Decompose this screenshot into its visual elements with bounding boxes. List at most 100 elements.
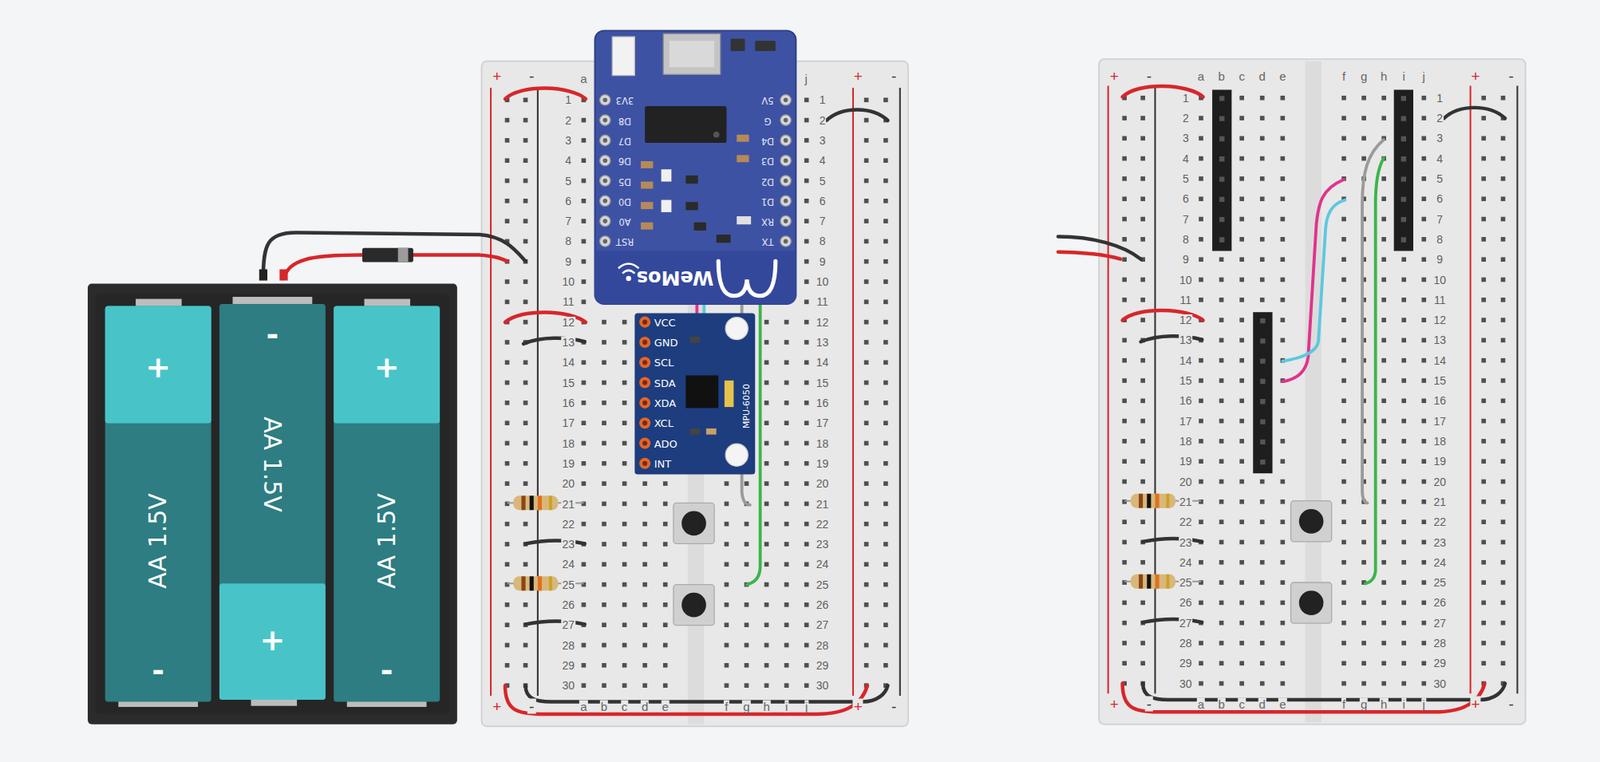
row-number: 4 (818, 154, 827, 166)
rail-sign: + (491, 67, 502, 83)
pin-label: XDA (654, 397, 677, 408)
module-pin-hole (642, 379, 648, 385)
row-number: 23 (815, 538, 830, 550)
row-number: 29 (1432, 657, 1447, 669)
row-number: 7 (1181, 213, 1190, 226)
header-pin (600, 114, 611, 126)
row-number: 12 (560, 316, 576, 328)
battery-cell: -AA 1.5V+ (219, 304, 326, 700)
header-pin-hole (602, 97, 608, 103)
header-pin (780, 236, 791, 247)
row-number: 6 (818, 195, 827, 207)
column-letter: i (784, 699, 789, 712)
row-number: 3 (564, 134, 573, 147)
row-number: 16 (1432, 395, 1447, 407)
column-letter: c (1237, 69, 1246, 82)
pin-label: D3 (760, 155, 774, 166)
pin-label: GND (654, 337, 679, 348)
wemos-board: 3V3D8D7D6D5D0A0RST5VGD4D3D2D1RXTXWeMos (594, 30, 796, 305)
column-letter: c (1237, 698, 1246, 711)
row-number: 16 (815, 397, 830, 409)
header-pin (600, 134, 611, 146)
header-pin-hole (783, 138, 789, 143)
row-number: 5 (1181, 173, 1190, 185)
module-pin-hole (642, 359, 648, 365)
row-number: 8 (564, 235, 573, 247)
pin-label: RX (761, 216, 775, 226)
header-pin (780, 175, 791, 186)
row-number: 30 (1432, 678, 1447, 690)
row-number: 4 (1435, 153, 1444, 165)
row-number: 28 (815, 640, 830, 652)
row-number: 24 (1432, 557, 1447, 569)
column-letter: i (1402, 69, 1407, 82)
row-number: 25 (1432, 576, 1447, 589)
header-pin (780, 94, 791, 106)
row-number: 18 (1178, 435, 1194, 447)
rail-sign: - (1145, 696, 1154, 712)
row-number: 16 (1178, 395, 1194, 407)
column-letter: c (620, 699, 629, 712)
row-number: 25 (1178, 576, 1194, 589)
header-pin-hole (783, 239, 789, 245)
row-number: 28 (1178, 637, 1194, 649)
pin-label: D4 (760, 135, 774, 146)
row-number: 29 (1178, 657, 1194, 669)
pin-label: 5V (761, 95, 774, 106)
row-number: 10 (1432, 274, 1447, 286)
row-number: 11 (561, 296, 576, 308)
header-pin (780, 215, 791, 226)
column-letter: g (742, 699, 751, 712)
module-pin-hole (642, 420, 648, 426)
row-number: 7 (1435, 213, 1444, 226)
pin-label: D1 (760, 196, 774, 206)
column-letter: h (1379, 698, 1388, 711)
column-letter: j (1422, 69, 1427, 82)
rail-sign: - (1145, 67, 1154, 83)
pin-label: D6 (617, 155, 631, 166)
row-number: 8 (1435, 233, 1444, 245)
mpu6050-module: VCCGNDSCLSDAXDAXCLADOINTMPU-6050 (634, 313, 755, 475)
pin-label: D0 (617, 196, 631, 206)
row-number: 1 (818, 94, 827, 106)
row-number: 14 (560, 356, 576, 368)
brand-label: WeMos (636, 268, 715, 288)
row-number: 26 (1432, 596, 1447, 609)
header-pin (600, 236, 611, 247)
header-pin (780, 134, 791, 146)
module-pin (639, 316, 651, 328)
column-letter: j (804, 699, 809, 712)
column-letter: j (1422, 698, 1427, 711)
pin-label: D2 (760, 176, 774, 186)
row-number: 6 (1435, 193, 1444, 205)
row-number: 13 (560, 336, 576, 348)
row-number: 23 (560, 538, 576, 550)
header-pin-hole (602, 158, 608, 163)
module-pin (639, 437, 651, 449)
row-number: 30 (1178, 678, 1194, 690)
column-letter: f (723, 699, 729, 712)
row-number: 2 (1181, 112, 1190, 124)
column-letter: a (1197, 698, 1205, 711)
row-number: 15 (1432, 375, 1447, 387)
pin-label: ADO (654, 438, 678, 449)
header-pin (780, 195, 791, 206)
column-letter: f (1341, 698, 1347, 711)
row-number: 30 (560, 679, 576, 692)
row-number: 2 (564, 114, 573, 127)
row-number: 27 (560, 619, 576, 631)
module-label: MPU-6050 (741, 383, 751, 429)
row-number: 24 (815, 558, 830, 570)
row-number: 22 (1178, 516, 1194, 528)
column-letter: f (1341, 69, 1347, 82)
column-letter: g (1359, 698, 1368, 711)
row-number: 15 (1178, 375, 1194, 387)
column-letter: e (1278, 698, 1287, 711)
terminal-sign: + (374, 351, 400, 383)
header-pin-hole (783, 97, 789, 103)
row-number: 30 (815, 679, 830, 692)
column-letter: a (579, 699, 588, 712)
row-number: 3 (1435, 132, 1444, 144)
pin-label: D8 (617, 115, 631, 126)
pin-label: D5 (617, 176, 631, 186)
